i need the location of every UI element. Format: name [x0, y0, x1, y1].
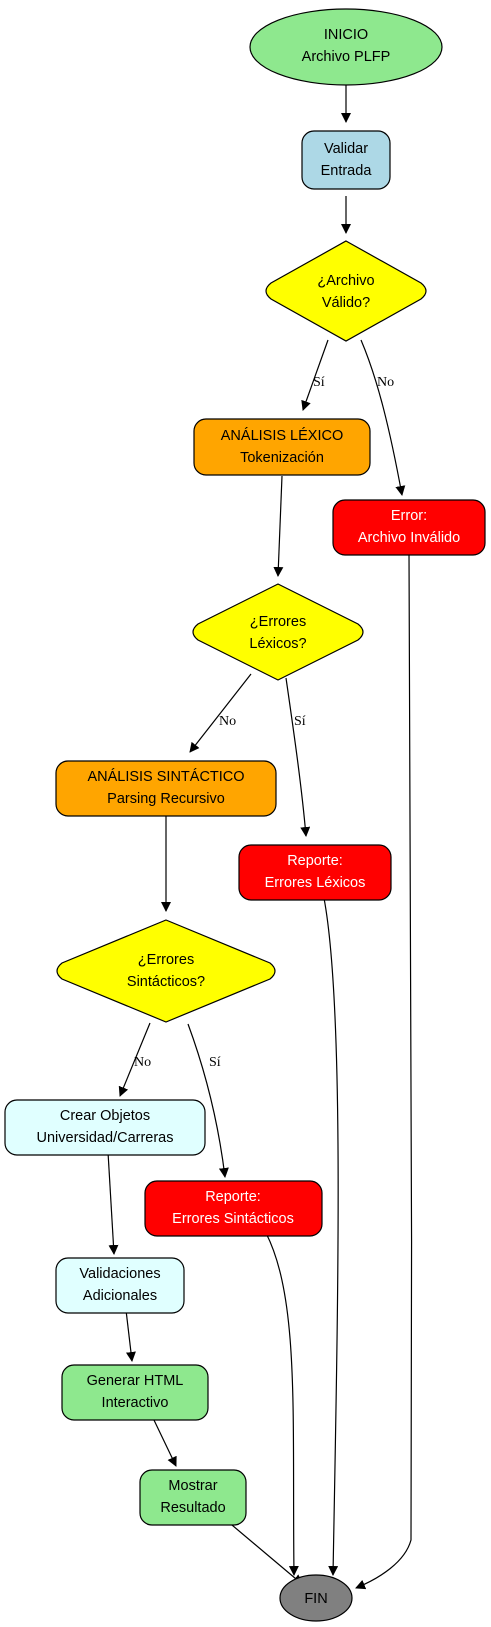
- node-reporte-sintacticos-shape: [144, 1180, 323, 1237]
- node-validar-shape: [301, 130, 391, 190]
- node-crear-objetos: Crear Objetos Universidad/Carreras: [4, 1099, 206, 1156]
- node-reporte-sintacticos-line1: Reporte:: [205, 1189, 261, 1205]
- node-inicio-line1: INICIO: [324, 27, 368, 43]
- node-lexico: ANÁLISIS LÉXICO Tokenización: [193, 418, 371, 476]
- edge-generar-mostrar: [152, 1417, 177, 1467]
- node-error-archivo-line1: Error:: [391, 508, 427, 524]
- node-reporte-sintacticos: Reporte: Errores Sintácticos: [144, 1180, 323, 1237]
- node-lexico-shape: [193, 418, 371, 476]
- node-lexico-line1: ANÁLISIS LÉXICO: [221, 427, 344, 444]
- edge-sint-crear: [118, 1022, 151, 1097]
- node-error-archivo-line2: Archivo Inválido: [358, 530, 460, 546]
- node-archivo-valido: ¿Archivo Válido?: [265, 240, 427, 342]
- node-validar: Validar Entrada: [301, 130, 391, 190]
- node-validaciones-line2: Adicionales: [83, 1288, 157, 1304]
- node-mostrar-line2: Resultado: [160, 1500, 225, 1516]
- edge-label-lexicos-si: Sí: [294, 714, 306, 729]
- edge-label-sintacticos-no: No: [134, 1055, 151, 1070]
- edge-label-lexicos-no: No: [219, 714, 236, 729]
- node-crear-objetos-line2: Universidad/Carreras: [37, 1130, 174, 1146]
- edge-reporte-lex-fin: [322, 892, 339, 1576]
- node-validaciones-line1: Validaciones: [79, 1266, 160, 1282]
- node-validaciones-shape: [55, 1257, 185, 1314]
- node-inicio-shape: [249, 8, 443, 86]
- edge-errores-sintactico: [189, 673, 252, 753]
- node-errores-lexicos-line1: ¿Errores: [250, 614, 306, 630]
- node-inicio-line2: Archivo PLFP: [302, 49, 391, 65]
- edge-label-archivo-si: Sí: [313, 375, 325, 390]
- node-crear-objetos-shape: [4, 1099, 206, 1156]
- node-error-archivo: Error: Archivo Inválido: [332, 499, 486, 556]
- edge-error-fin: [355, 551, 413, 1590]
- edge-labels: Sí No No Sí No Sí: [134, 375, 394, 1070]
- node-errores-lexicos-line2: Léxicos?: [249, 636, 306, 652]
- edge-validaciones-generar: [125, 1309, 136, 1362]
- edge-sint-reporte-sint: [187, 1023, 229, 1178]
- node-mostrar: Mostrar Resultado: [139, 1469, 247, 1526]
- node-archivo-valido-line2: Válido?: [322, 295, 370, 311]
- node-generar-html-line2: Interactivo: [102, 1395, 169, 1411]
- node-validaciones: Validaciones Adicionales: [55, 1257, 185, 1314]
- edge-lexico-errores: [273, 475, 284, 577]
- node-errores-sintacticos-shape: [56, 919, 276, 1023]
- node-archivo-valido-line1: ¿Archivo: [317, 273, 374, 289]
- node-fin-shape: [279, 1574, 353, 1622]
- node-lexico-line2: Tokenización: [240, 450, 324, 466]
- node-validar-line1: Validar: [324, 141, 368, 157]
- node-reporte-lexicos-line1: Reporte:: [287, 853, 343, 869]
- node-crear-objetos-line1: Crear Objetos: [60, 1108, 150, 1124]
- node-validar-line2: Entrada: [321, 163, 373, 179]
- edge-errores-reporte-lex: [285, 677, 311, 837]
- edge-archivo-lexico: [301, 339, 329, 411]
- node-reporte-sintacticos-line2: Errores Sintácticos: [172, 1211, 294, 1227]
- edge-label-sintacticos-si: Sí: [209, 1055, 221, 1070]
- node-reporte-lexicos: Reporte: Errores Léxicos: [238, 844, 392, 901]
- node-error-archivo-shape: [332, 499, 486, 556]
- node-errores-sintacticos-line2: Sintácticos?: [127, 974, 205, 990]
- edge-crear-validaciones: [107, 1151, 119, 1255]
- node-sintactico: ANÁLISIS SINTÁCTICO Parsing Recursivo: [55, 760, 277, 817]
- edge-archivo-error: [360, 339, 406, 496]
- edge-mostrar-fin: [225, 1519, 303, 1585]
- node-generar-html-line1: Generar HTML: [87, 1373, 184, 1389]
- node-mostrar-line1: Mostrar: [168, 1478, 217, 1494]
- node-sintactico-line2: Parsing Recursivo: [107, 791, 225, 807]
- node-inicio: INICIO Archivo PLFP: [249, 8, 443, 86]
- node-reporte-lexicos-shape: [238, 844, 392, 901]
- node-fin-label: FIN: [304, 1591, 327, 1607]
- node-reporte-lexicos-line2: Errores Léxicos: [265, 875, 366, 891]
- node-sintactico-line1: ANÁLISIS SINTÁCTICO: [87, 768, 244, 785]
- node-fin: FIN: [279, 1574, 353, 1622]
- node-errores-sintacticos: ¿Errores Sintácticos?: [56, 919, 276, 1023]
- edge-reporte-sint-fin: [265, 1232, 299, 1576]
- edge-label-archivo-no: No: [377, 375, 394, 390]
- node-generar-html-shape: [61, 1364, 209, 1421]
- node-generar-html: Generar HTML Interactivo: [61, 1364, 209, 1421]
- node-errores-lexicos: ¿Errores Léxicos?: [192, 583, 364, 681]
- node-errores-sintacticos-line1: ¿Errores: [138, 952, 194, 968]
- node-archivo-valido-shape: [265, 240, 427, 342]
- node-errores-lexicos-shape: [192, 583, 364, 681]
- node-sintactico-shape: [55, 760, 277, 817]
- node-mostrar-shape: [139, 1469, 247, 1526]
